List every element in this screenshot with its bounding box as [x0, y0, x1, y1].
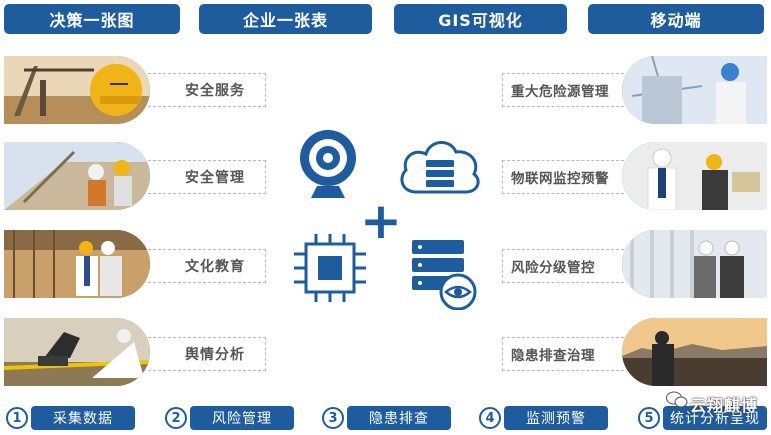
step-label: 隐患排查	[347, 406, 451, 430]
step-risk-management[interactable]: 2 风险管理	[165, 406, 294, 430]
photo-culture-education	[4, 230, 150, 298]
tab-decision-map[interactable]: 决策一张图	[4, 4, 180, 34]
right-item-hazard-governance[interactable]: 隐患排查治理	[502, 337, 624, 371]
webcam-icon	[297, 128, 359, 204]
cloud-server-icon	[396, 134, 484, 200]
photo-hazard-governance	[622, 318, 767, 386]
left-item-safety-management[interactable]: 安全管理	[148, 160, 266, 194]
chip-icon	[292, 232, 368, 308]
photo-safety-service	[4, 56, 150, 124]
step-number: 4	[479, 407, 501, 429]
plus-symbol: +	[360, 192, 402, 250]
step-number: 5	[638, 407, 660, 429]
step-statistics-analysis[interactable]: 5 统计分析呈现	[638, 406, 767, 430]
photo-public-opinion	[4, 318, 150, 386]
step-number: 1	[6, 407, 28, 429]
right-item-major-hazard[interactable]: 重大危险源管理	[502, 73, 624, 107]
left-item-public-opinion[interactable]: 舆情分析	[148, 337, 266, 371]
tab-gis-visualization[interactable]: GIS可视化	[394, 4, 567, 34]
wechat-icon	[666, 391, 688, 413]
step-hazard-inspection[interactable]: 3 隐患排查	[322, 406, 451, 430]
step-number: 2	[165, 407, 187, 429]
left-item-culture-education[interactable]: 文化教育	[148, 249, 266, 283]
step-monitoring-warning[interactable]: 4 监测预警	[479, 406, 608, 430]
step-label: 采集数据	[31, 406, 135, 430]
step-number: 3	[322, 407, 344, 429]
right-item-iot-monitoring[interactable]: 物联网监控预警	[502, 160, 624, 194]
tab-mobile[interactable]: 移动端	[588, 4, 764, 34]
step-label: 风险管理	[190, 406, 294, 430]
photo-major-hazard	[622, 56, 767, 124]
step-label: 监测预警	[504, 406, 608, 430]
left-item-safety-service[interactable]: 安全服务	[148, 73, 266, 107]
server-eye-icon	[408, 238, 480, 314]
photo-risk-control	[622, 230, 767, 298]
step-collect-data[interactable]: 1 采集数据	[6, 406, 135, 430]
right-item-risk-control[interactable]: 风险分级管控	[502, 249, 624, 283]
tab-enterprise-table[interactable]: 企业一张表	[199, 4, 372, 34]
photo-iot-monitoring	[622, 142, 767, 210]
step-label: 统计分析呈现	[663, 406, 767, 430]
photo-safety-management	[4, 142, 150, 210]
watermark-text: 云翔麒博	[690, 396, 759, 415]
